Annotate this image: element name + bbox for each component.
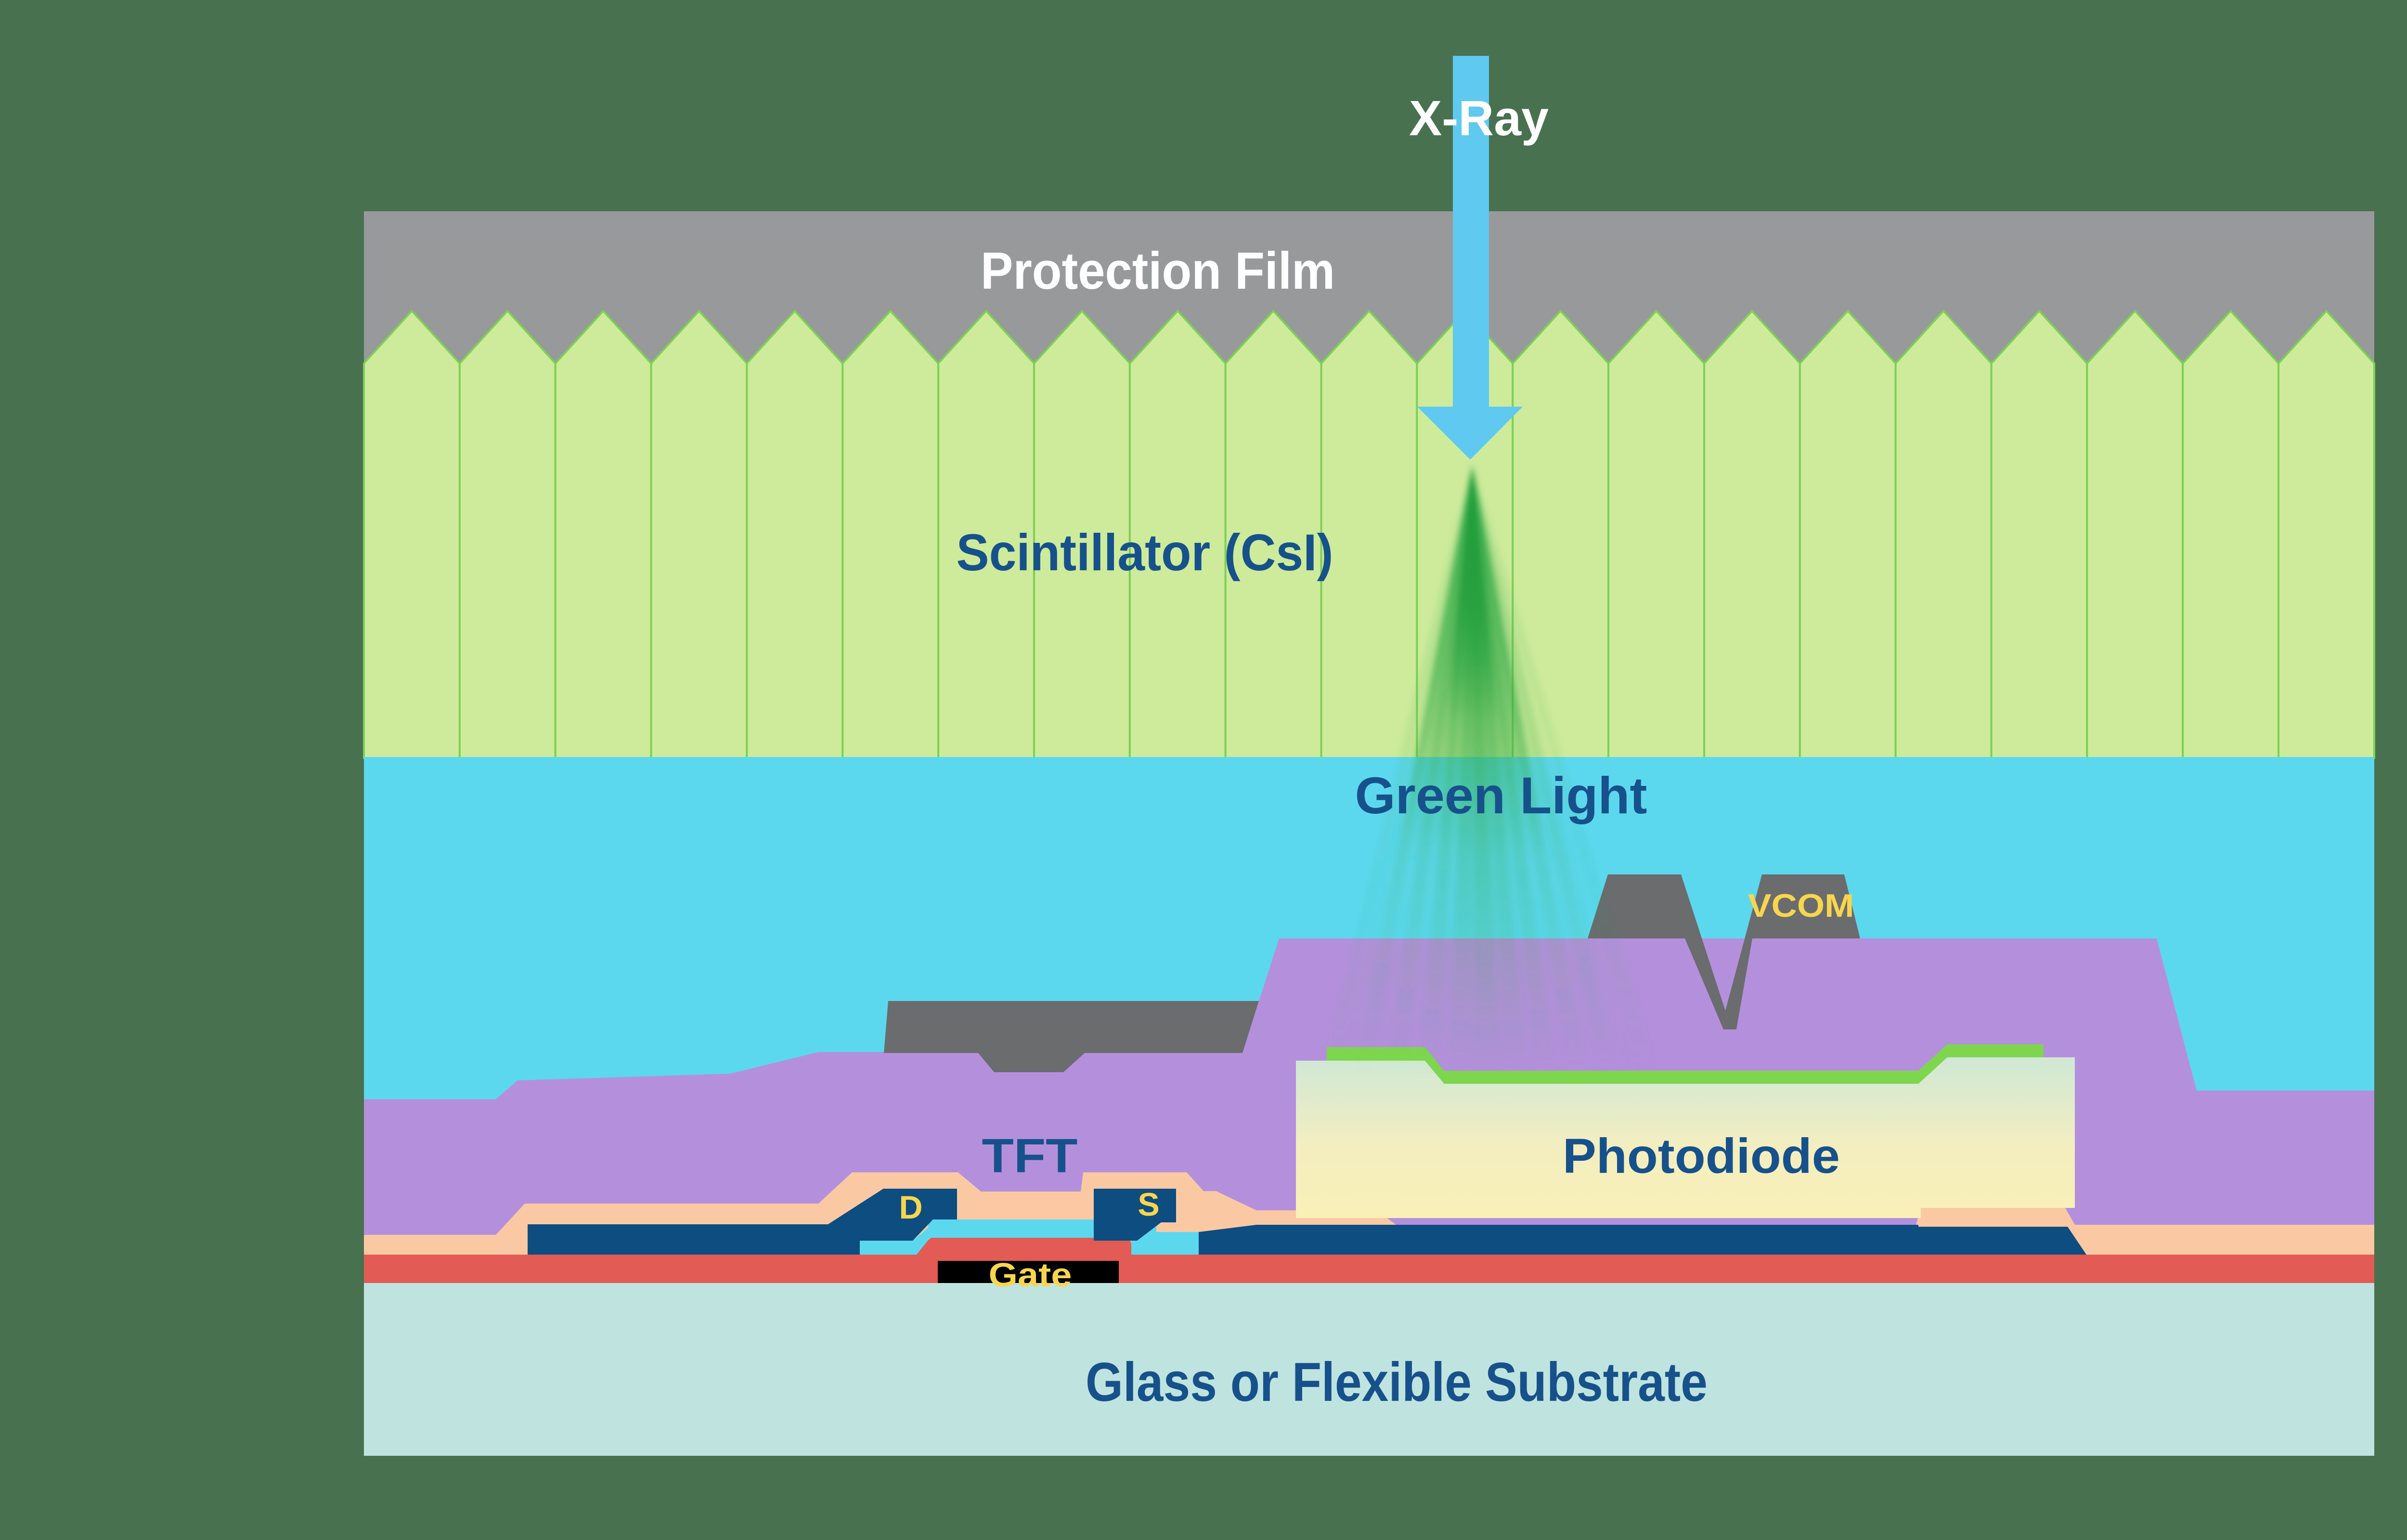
svg-text:Photodiode: Photodiode	[1563, 1129, 1840, 1183]
svg-text:Green Light: Green Light	[1355, 766, 1647, 824]
svg-text:Protection Film: Protection Film	[981, 242, 1335, 300]
svg-text:VCOM: VCOM	[1748, 887, 1854, 924]
svg-text:S: S	[1138, 1186, 1159, 1223]
svg-text:Scintillator (CsI): Scintillator (CsI)	[957, 523, 1333, 581]
svg-text:TFT: TFT	[982, 1129, 1078, 1183]
svg-text:X-Ray: X-Ray	[1409, 90, 1549, 146]
svg-text:D: D	[899, 1189, 922, 1226]
svg-text:Glass or Flexible Substrate: Glass or Flexible Substrate	[1086, 1352, 1708, 1413]
svg-text:Gate: Gate	[989, 1256, 1072, 1294]
